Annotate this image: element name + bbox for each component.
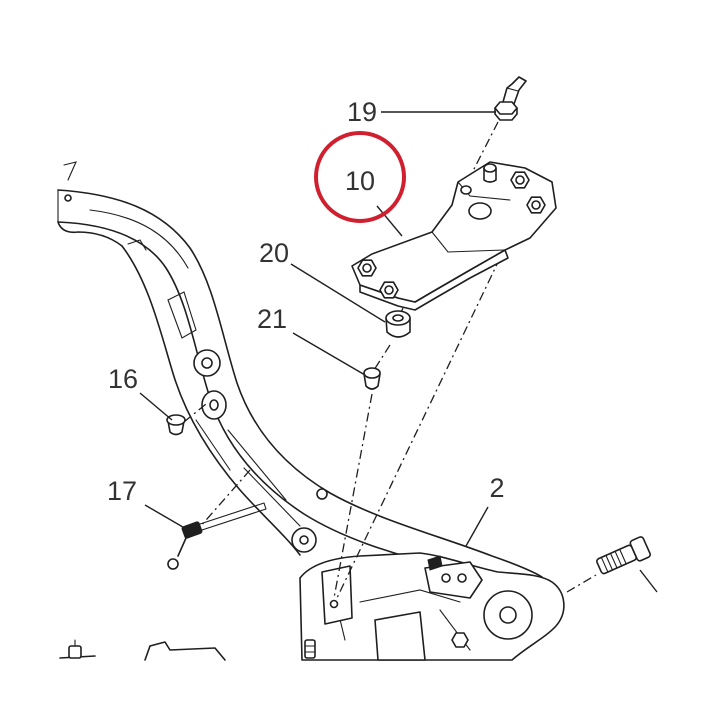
leader-line-17 — [144, 504, 189, 531]
hex-nut-rear-top-bore — [515, 175, 525, 185]
pivot-bolt-threads — [600, 548, 627, 573]
part-19-stud-bolt — [494, 76, 527, 121]
pivot-boss-hole — [499, 606, 517, 624]
bracket-center-hole — [468, 202, 492, 220]
hex-nut-front-left-bore — [362, 263, 372, 273]
axis-plug-16-to-boss — [183, 403, 207, 423]
casting-lower-bracket — [374, 611, 426, 661]
casting-side-plate-hole — [329, 599, 339, 609]
part-17-cable-tie — [167, 502, 267, 570]
casting-side-plate — [321, 565, 353, 625]
stud-collar-line — [506, 87, 519, 92]
cable-tie-head — [181, 521, 203, 539]
bracket-nut-front-left — [357, 259, 377, 277]
part-16-plug — [166, 414, 186, 436]
frame-tube-open-end — [57, 221, 123, 247]
callout-16: 16 — [108, 364, 138, 394]
bracket-nut-front-right — [379, 281, 399, 299]
cable-tie-clip — [167, 558, 179, 570]
callout-2: 2 — [489, 473, 504, 503]
casting-top-plate-hole-left — [441, 573, 451, 583]
bottom-left-bolt — [68, 639, 82, 659]
swingarm-pivot-boss — [483, 590, 533, 640]
leader-line-10 — [376, 205, 403, 237]
casting-top-plate-hole-right — [457, 573, 467, 583]
frame-tube-highlight-line — [89, 209, 189, 269]
bushing-flange — [363, 367, 381, 379]
axis-cable-tie-17 — [199, 469, 251, 528]
casting-hex-nut — [451, 632, 469, 648]
frame-lower-tube-edge — [121, 245, 301, 556]
frame-upper-boss-hole — [201, 357, 213, 369]
axis-pivot-bolt — [566, 574, 597, 593]
part-10-mounting-bracket — [351, 161, 557, 311]
frame-casting — [299, 552, 565, 661]
part-20-grommet — [385, 310, 411, 338]
bottom-left-fragments — [59, 639, 226, 661]
callout-17: 17 — [107, 476, 137, 506]
plug-flange — [166, 414, 186, 426]
hex-nut-front-right-bore — [384, 285, 394, 295]
bracket-boss — [483, 163, 497, 183]
frame-small-hole — [316, 488, 328, 500]
casting-top-plate-outline — [424, 561, 483, 599]
leader-lines — [139, 111, 496, 547]
bracket-boss-top — [483, 163, 497, 173]
callout-19: 19 — [347, 97, 377, 127]
frame-lower-boss-hole — [299, 535, 309, 545]
frame-mount-boss-hole — [209, 399, 219, 411]
bracket-plate — [351, 161, 557, 303]
frame-part-2 — [57, 161, 565, 661]
bracket-nut-rear-top — [510, 171, 530, 189]
grommet-hole — [392, 314, 404, 322]
callout-21: 21 — [257, 304, 287, 334]
callout-10: 10 — [345, 166, 375, 196]
casting-bolt-head — [304, 639, 316, 659]
highlight-ring-callout-10 — [314, 131, 406, 223]
assembly-axis-lines — [183, 121, 597, 601]
casting-bolt — [304, 639, 316, 659]
bottom-left-bolt-head — [68, 645, 82, 659]
callout-labels: 19 10 20 21 16 17 2 — [107, 97, 505, 506]
frame-lower-boss — [291, 527, 317, 553]
stud-hex-nut-top — [494, 101, 518, 115]
pivot-bolt-leader-line — [639, 569, 658, 593]
partial-leader-line — [63, 161, 77, 181]
cable-tie-stem — [177, 537, 187, 557]
frame-upper-boss — [193, 349, 221, 377]
casting-side-plate-outline — [321, 565, 353, 625]
bracket-nut-rear-bottom — [526, 196, 546, 214]
bracket-small-hole — [460, 185, 472, 195]
part-21-bushing — [363, 367, 381, 390]
cable-tie-head-block — [181, 521, 203, 539]
leader-line-2 — [465, 506, 489, 547]
frame-main-tube-top-edge — [57, 189, 543, 578]
axis-grommet-20-to-bushing-21 — [373, 344, 391, 371]
frame-mount-boss — [201, 390, 227, 420]
casting-top-plate — [424, 555, 483, 599]
hex-nut-rear-bottom-bore — [531, 200, 541, 210]
pivot-bolt-head — [629, 536, 651, 562]
pivot-bolt — [596, 536, 651, 575]
frame-brace-line — [195, 419, 301, 527]
frame-end-hole — [64, 194, 72, 202]
casting-bolt-thread — [304, 645, 316, 653]
leader-line-21 — [292, 332, 366, 376]
bracket-fold-line — [431, 231, 505, 253]
casting-clip — [427, 555, 443, 571]
frame-gusset — [127, 239, 197, 339]
callout-20: 20 — [259, 238, 289, 268]
leader-line-16 — [139, 392, 173, 421]
leader-line-20 — [290, 263, 386, 323]
cable-tie-strap — [199, 502, 267, 531]
axis-bracket-to-frame — [335, 257, 501, 601]
axis-bushing-21-to-frame — [333, 393, 373, 599]
bottom-left-bracket — [144, 641, 226, 661]
